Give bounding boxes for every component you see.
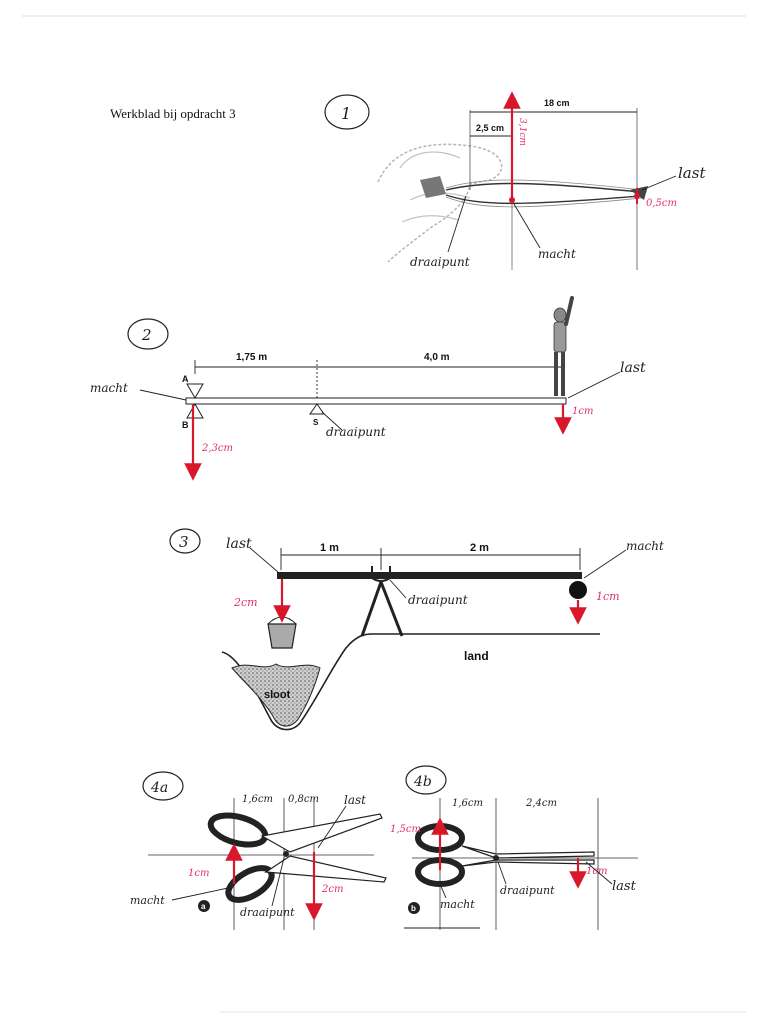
- fig2-point-b: B: [182, 420, 189, 430]
- figure-2-number-circle: [127, 318, 169, 350]
- figure-2-number: 2: [141, 326, 152, 344]
- fig3-macht-leader: [583, 549, 627, 579]
- figure-4a: 4a 1,6cm 0,8cm 1cm 2cm last macht draaip…: [130, 771, 387, 930]
- fig4a-force-macht: 1cm: [188, 868, 209, 879]
- fig3-dim-right: 2 m: [470, 542, 489, 554]
- fig2-force-last: 1cm: [572, 406, 593, 417]
- fig2-person-figure: [553, 296, 574, 396]
- fig2-support-b: [186, 402, 204, 419]
- fig1-last-point: [634, 193, 640, 199]
- fig2-support-a: [186, 383, 204, 400]
- fig4a-pivot-leader: [271, 857, 285, 907]
- fig2-label-pivot: draaipunt: [326, 425, 386, 439]
- fig4a-label-last: last: [344, 793, 366, 807]
- figure-3-number-circle: [169, 528, 201, 554]
- fig1-macht-point: [509, 197, 515, 203]
- fig4b-label-last: last: [612, 879, 637, 894]
- figure-2: 2 1,75 m 4,0 m A B S 2,3cm 1cm ma: [90, 296, 646, 481]
- fig2-pivot-leader: [321, 411, 343, 431]
- fig3-sloot: sloot: [264, 689, 291, 701]
- fig1-macht-leader: [513, 203, 541, 249]
- fig2-plank: [185, 397, 567, 405]
- fig2-force-macht: 2,3cm: [201, 443, 233, 454]
- fig4a-badge: a: [201, 902, 206, 911]
- fig3-bucket: [267, 623, 297, 649]
- fig2-dim-right: 4,0 m: [424, 352, 450, 363]
- fig1-pivot-leader: [447, 195, 467, 253]
- tweezers: [445, 182, 641, 205]
- figure-4b: 4b 1,6cm 2,4cm 1,5cm 1cm last macht draa…: [390, 765, 638, 930]
- fig3-bucket-handle: [267, 616, 297, 625]
- fig3-ditch-water: [231, 663, 321, 727]
- fig1-label-pivot: draaipunt: [410, 255, 470, 269]
- fig4b-label-macht: macht: [440, 898, 475, 911]
- fig3-dim-left: 1 m: [320, 542, 339, 554]
- fig2-dim-left: 1,75 m: [236, 352, 267, 363]
- fig4a-label-pivot: draaipunt: [240, 906, 295, 919]
- fig4b-badge-circle: [408, 902, 420, 914]
- fig4b-dim-left: 1,6cm: [452, 798, 483, 809]
- fig4a-dim-left: 1,6cm: [242, 794, 273, 805]
- fig4a-force-last: 2cm: [321, 884, 343, 895]
- fig4b-pivot-leader: [497, 861, 507, 885]
- figure-1-number-circle: [324, 94, 370, 130]
- figure-1-number: 1: [341, 104, 351, 123]
- worksheet-title: Werkblad bij opdracht 3: [110, 106, 236, 121]
- fig3-pivot-hook: [371, 566, 391, 582]
- figure-4a-number-circle: [142, 771, 184, 801]
- figure-3: 3 1 m 2 m sloot land 2cm 1cm last mac: [169, 528, 664, 731]
- fig4a-last-leader: [317, 805, 347, 849]
- fig1-dim-total: 18 cm: [544, 98, 570, 108]
- fig3-label-macht: macht: [626, 539, 664, 553]
- figure-1: 1 18 cm 2,5 cm 3,1cm 0,5cm last macht dr…: [324, 91, 706, 270]
- fig2-support-s: [309, 403, 325, 415]
- fig3-label-pivot: draaipunt: [408, 593, 468, 607]
- fig3-beam: [277, 572, 582, 579]
- fig2-last-leader: [567, 371, 621, 399]
- fig4b-scissors: [415, 823, 595, 887]
- fig4b-last-leader: [585, 861, 613, 885]
- fig3-counterweight: [569, 581, 587, 599]
- fig4a-macht-leader: [171, 887, 229, 901]
- fig3-last-leader: [249, 547, 279, 573]
- fig3-stand: [360, 581, 404, 637]
- fig1-force-last: 0,5cm: [646, 198, 677, 209]
- fig2-macht-leader: [139, 389, 187, 401]
- fig4a-label-macht: macht: [130, 894, 165, 907]
- fig3-label-last: last: [226, 536, 252, 552]
- fig4b-label-pivot: draaipunt: [500, 884, 555, 897]
- fig3-pivot-leader: [389, 579, 407, 599]
- figure-3-number: 3: [179, 533, 189, 551]
- fig2-label-last: last: [620, 360, 646, 376]
- fig4b-dim-right: 2,4cm: [525, 798, 557, 809]
- fig3-force-macht: 1cm: [596, 590, 620, 603]
- fig3-land: land: [464, 649, 489, 663]
- fig4b-force-macht: 1,5cm: [390, 824, 421, 835]
- fig1-force-macht: 3,1cm: [517, 118, 527, 146]
- fig1-last-leader: [641, 175, 677, 191]
- fig1-dim-short: 2,5 cm: [476, 123, 504, 133]
- fig1-label-last: last: [678, 164, 706, 182]
- thumb-shadow: [420, 176, 446, 198]
- fig3-force-last: 2cm: [233, 596, 258, 609]
- fig4b-macht-leader: [439, 883, 447, 899]
- fig4a-dim-right: 0,8cm: [288, 794, 319, 805]
- fig2-label-macht: macht: [90, 381, 128, 395]
- figure-4b-number: 4b: [413, 774, 432, 790]
- fig2-point-s: S: [313, 418, 319, 427]
- figure-4b-number-circle: [405, 765, 447, 795]
- fig4a-scissors: [207, 812, 387, 903]
- fig4b-badge: b: [411, 904, 416, 913]
- figure-4a-number: 4a: [150, 780, 168, 796]
- hand-sketch: [377, 143, 503, 263]
- fig1-label-macht: macht: [538, 247, 576, 261]
- fig2-point-a: A: [182, 374, 189, 384]
- fig4a-badge-circle: [198, 900, 210, 912]
